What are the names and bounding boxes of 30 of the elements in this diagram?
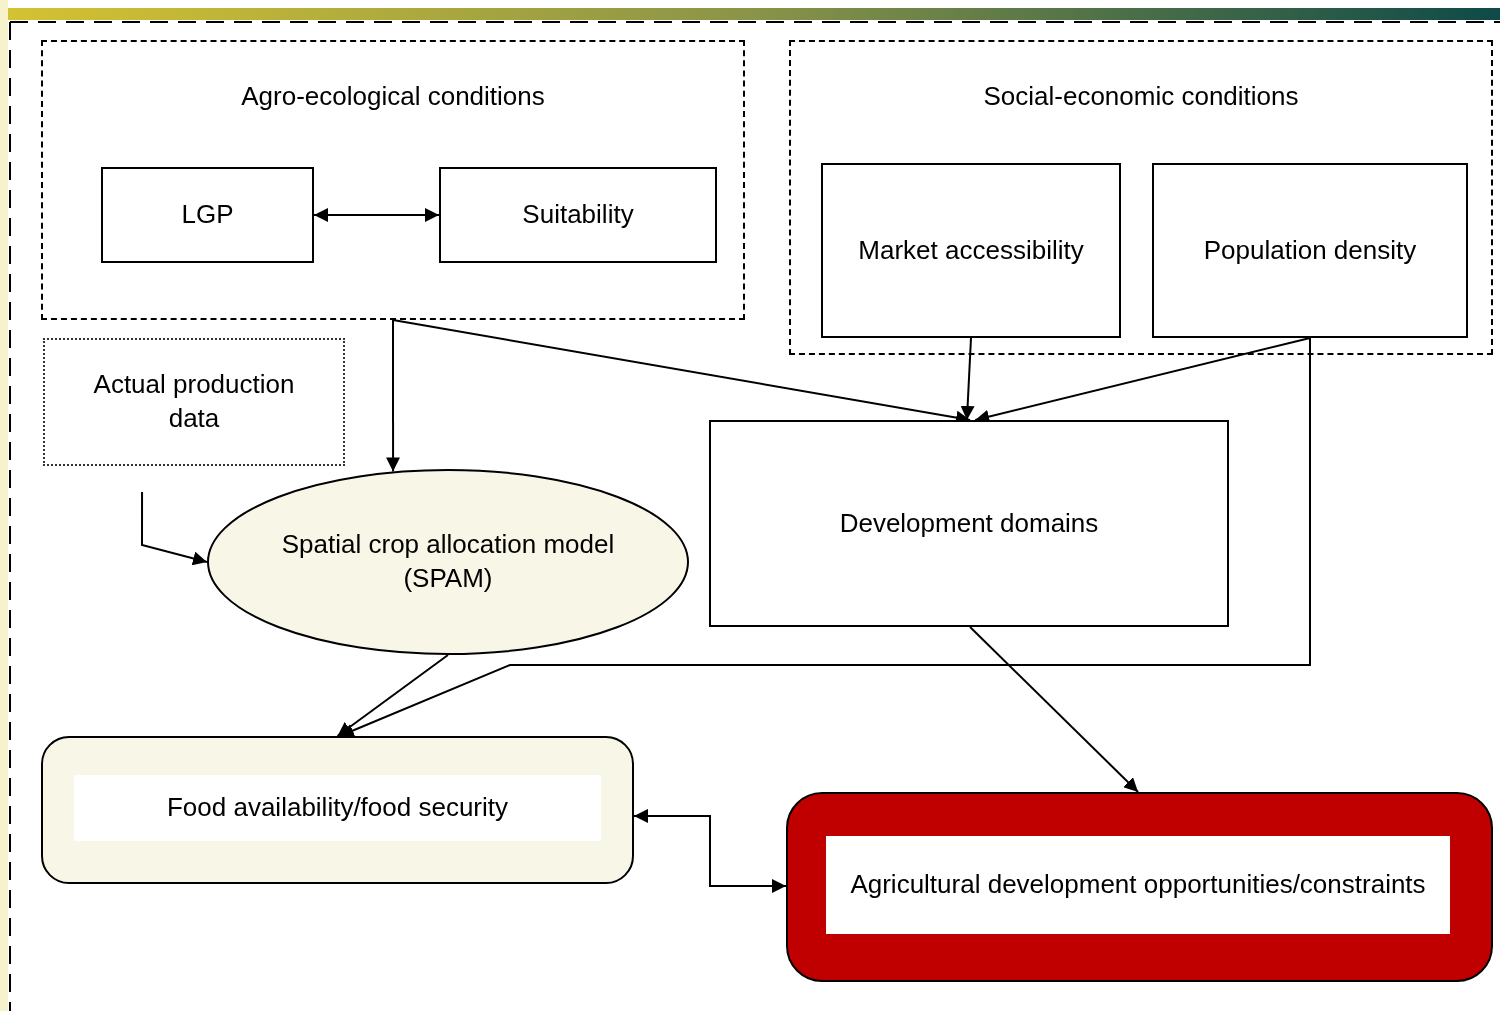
process-box: [101, 167, 314, 263]
arrow: [336, 654, 449, 737]
rounded-box: [786, 792, 1493, 982]
group-heading: Agro-ecological conditions: [241, 80, 545, 113]
arrow: [633, 808, 787, 894]
node-label: Spatial crop allocation model (SPAM): [280, 528, 616, 595]
node-label: LGP: [181, 198, 234, 232]
dashed-group-frame: [41, 40, 745, 320]
arrow: [386, 319, 401, 473]
arrow: [960, 337, 975, 421]
node-label: Market accessibility: [858, 233, 1084, 267]
node-label: Food availability/food security: [166, 791, 509, 825]
dotted-box: [43, 338, 345, 466]
rounded-box: [41, 736, 634, 884]
process-box: [439, 167, 717, 263]
node-label: Actual production data: [92, 368, 296, 435]
process-box: [1152, 163, 1468, 338]
arrow: [141, 491, 208, 566]
ellipse-node: [207, 469, 689, 655]
group-heading: Social-economic conditions: [983, 80, 1299, 113]
process-box: [709, 420, 1229, 627]
node-label: Suitability: [522, 198, 634, 232]
process-box: [821, 163, 1121, 338]
node-label: Population density: [1203, 233, 1417, 267]
node-label: Agricultural development opportunities/constraints: [850, 868, 1426, 902]
node-label: Development domains: [839, 506, 1099, 540]
arrow: [969, 626, 1140, 793]
arrow: [338, 337, 1311, 738]
dashed-group-frame: [789, 40, 1493, 355]
arrow: [313, 208, 440, 222]
